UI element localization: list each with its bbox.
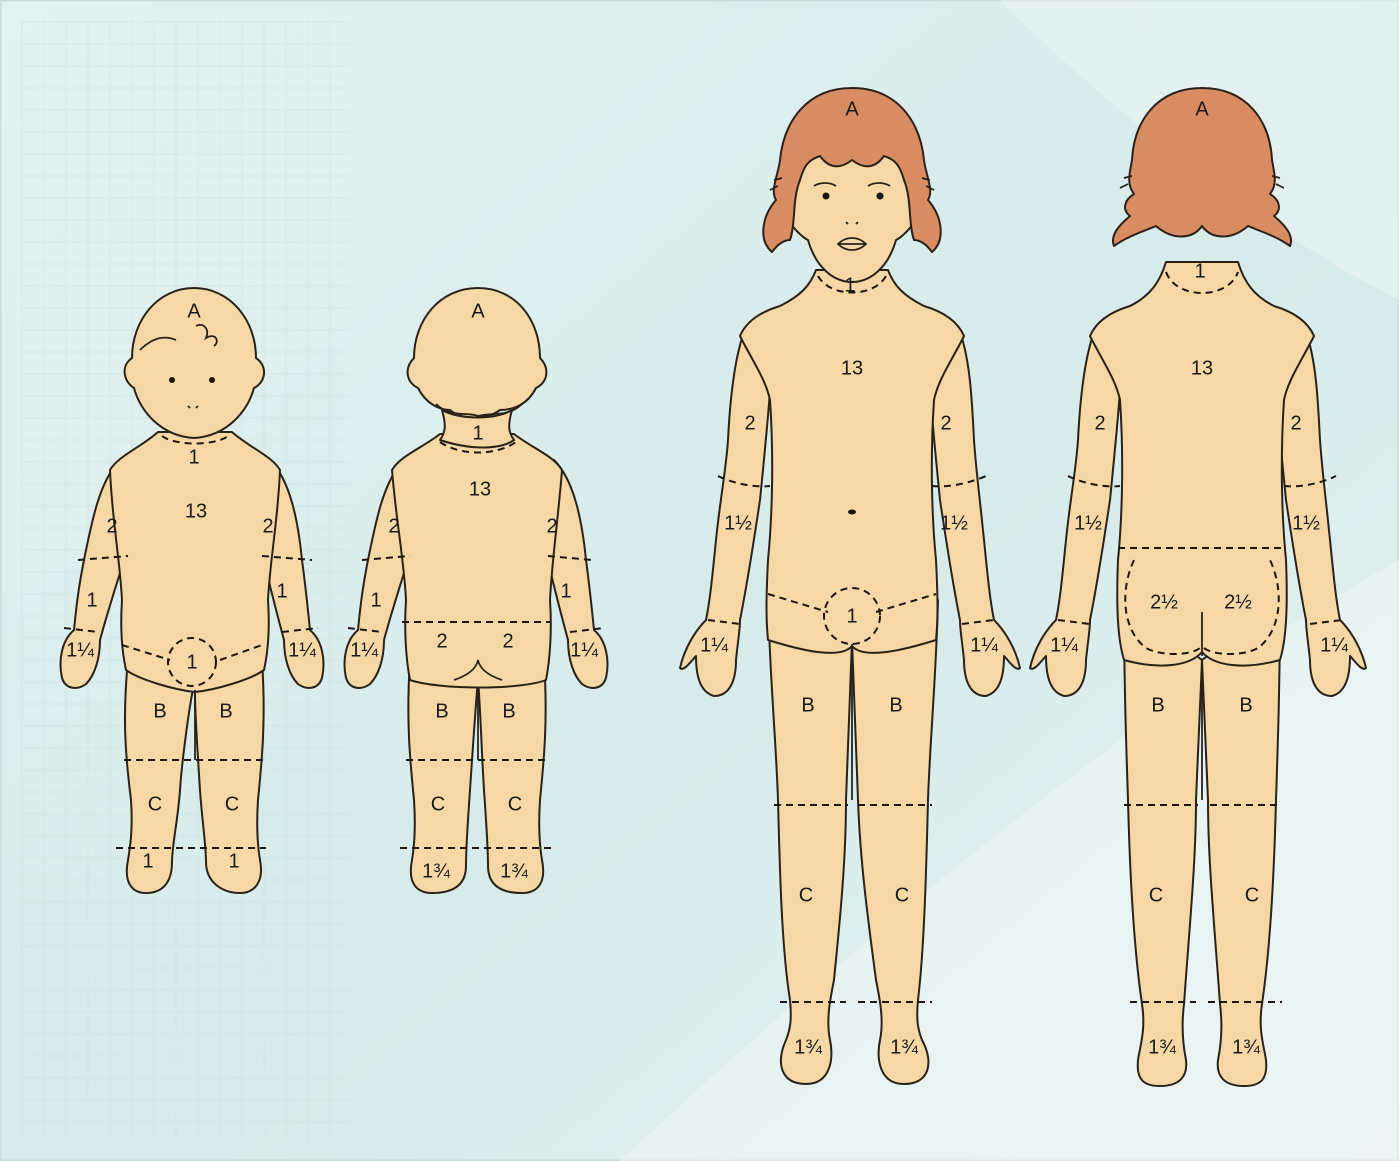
child-back-forearm-left-label: 1½ [1074, 512, 1102, 534]
child-back-upper-arm-left-label: 2 [1094, 412, 1105, 434]
infant-back-leg-left-label: C [431, 793, 445, 815]
infant-back-leg-right-label: C [508, 793, 522, 815]
infant-back-leg-right [478, 660, 546, 893]
child-front-forearm-right-label: 1½ [940, 512, 968, 534]
infant-front-head-label: A [187, 300, 201, 322]
infant-front-foot-right-label: 1 [228, 850, 239, 872]
infant-front-forearm-left-label: 1 [86, 589, 97, 611]
infant-back-buttock-right-label: 2 [502, 630, 513, 652]
infant-back-forearm-left-label: 1 [370, 589, 381, 611]
infant-front-foot-left-label: 1 [142, 850, 153, 872]
child-back-hand-left-label: 1¼ [1050, 634, 1078, 656]
child-back-leg-left-label: C [1149, 884, 1163, 906]
infant-back-foot-left-label: 1¾ [422, 860, 450, 882]
infant-front-trunk-label: 13 [185, 500, 207, 522]
child-back-upper-arm-right-label: 2 [1290, 412, 1301, 434]
child-front-upper-arm-left-label: 2 [744, 412, 755, 434]
child-front-neck-label: 1 [844, 274, 855, 296]
child-back-head-label: A [1195, 98, 1209, 120]
infant-back-forearm-right-label: 1 [560, 580, 571, 602]
child-front-hand-right-label: 1¼ [970, 634, 998, 656]
child-front-upper-arm-right-label: 2 [940, 412, 951, 434]
child-front-leg-left-label: C [799, 884, 813, 906]
child-front-hand-left-label: 1¼ [700, 634, 728, 656]
child-front-thigh-right-label: B [889, 694, 902, 716]
infant-front-hand-right-label: 1¼ [288, 639, 316, 661]
child-back-neck-label: 1 [1194, 260, 1205, 282]
child-back-trunk-label: 13 [1191, 357, 1213, 379]
infant-back-upper-arm-left-label: 2 [388, 515, 399, 537]
infant-back-thigh-left-label: B [435, 700, 448, 722]
infant-front-thigh-right-label: B [219, 700, 232, 722]
infant-back-hand-right-label: 1¼ [570, 639, 598, 661]
infant-back-buttock-left-label: 2 [436, 630, 447, 652]
child-front-trunk-label: 13 [841, 357, 863, 379]
child-front-foot-right-label: 1¾ [890, 1036, 918, 1058]
child-back-foot-left-label: 1¾ [1148, 1036, 1176, 1058]
child-back-buttock-left-label: 2½ [1150, 591, 1178, 613]
infant-front-forearm-right-label: 1 [276, 580, 287, 602]
child-back-foot-right-label: 1¾ [1232, 1036, 1260, 1058]
infant-front-thigh-left-label: B [153, 700, 166, 722]
infant-back-torso [392, 434, 562, 688]
child-back-thigh-right-label: B [1239, 694, 1252, 716]
infant-back-trunk-label: 13 [469, 478, 491, 500]
infant-front-hand-left-label: 1¼ [66, 639, 94, 661]
child-front-forearm-left-label: 1½ [724, 512, 752, 534]
child-back-buttock-right-label: 2½ [1224, 591, 1252, 613]
child-front-head-label: A [845, 98, 859, 120]
infant-back-thigh-right-label: B [502, 700, 515, 722]
infant-front-neck-label: 1 [188, 446, 199, 468]
child-front-thigh-left-label: B [801, 694, 814, 716]
infant-front-leg-right-label: C [225, 793, 239, 815]
child-back-thigh-left-label: B [1151, 694, 1164, 716]
infant-front-leg-left-label: C [148, 793, 162, 815]
infant-front-upper-arm-left-label: 2 [106, 515, 117, 537]
child-front-leg-right-label: C [895, 884, 909, 906]
infant-back-hand-left-label: 1¼ [350, 639, 378, 661]
child-back-torso [1090, 262, 1314, 666]
child-front-foot-left-label: 1¾ [794, 1036, 822, 1058]
child-back-hand-right-label: 1¼ [1320, 634, 1348, 656]
infant-back-neck-label: 1 [472, 422, 483, 444]
infant-back-head-label: A [471, 300, 485, 322]
child-back-leg-right-label: C [1245, 884, 1259, 906]
infant-back-foot-right-label: 1¾ [500, 860, 528, 882]
child-front-genitalia-label: 1 [846, 605, 857, 627]
child-back-forearm-right-label: 1½ [1292, 512, 1320, 534]
infant-back-upper-arm-right-label: 2 [546, 515, 557, 537]
infant-front-genitalia-label: 1 [186, 651, 197, 673]
infant-front-upper-arm-right-label: 2 [262, 515, 273, 537]
